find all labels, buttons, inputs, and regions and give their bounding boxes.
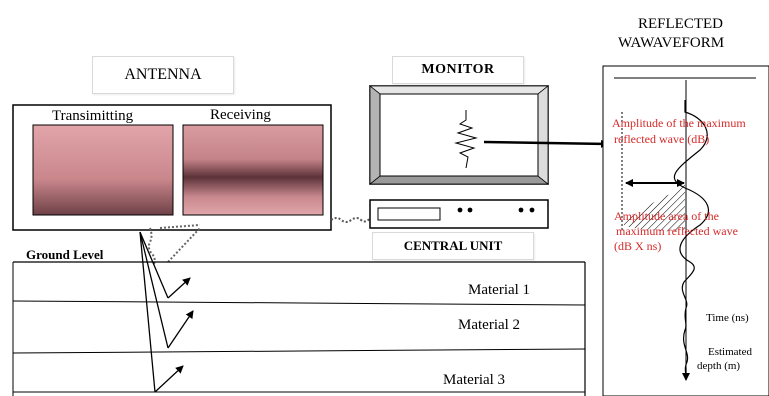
ray-paths [139, 231, 194, 393]
material-3-label: Material 3 [443, 372, 506, 388]
waveform-panel [602, 65, 769, 396]
transmitting-label: Transimitting [52, 108, 134, 124]
material-2-label: Material 2 [458, 317, 521, 333]
hatched-area [624, 182, 685, 232]
receiving-label: Receiving [210, 107, 271, 123]
receiving-panel [182, 124, 324, 216]
transmitting-panel [32, 124, 174, 216]
monitor [368, 85, 550, 185]
antenna-unit [12, 104, 332, 231]
central-unit [369, 199, 549, 229]
antenna-title: ANTENNA [92, 56, 234, 94]
cable [330, 216, 372, 223]
depth-label-line1: Estimated [708, 346, 752, 358]
material-1-label: Material 1 [468, 282, 531, 298]
monitor-arrow [483, 139, 609, 148]
waveform-title-line1: REFLECTED [638, 16, 723, 32]
monitor-title: MONITOR [392, 56, 524, 84]
ground-layers [12, 261, 586, 396]
layer-boundary-1 [12, 300, 586, 306]
monitor-screen [379, 93, 539, 177]
amplitude-annotation-line2: reflected wave (dB) [614, 132, 710, 146]
depth-label-line2: depth (m) [697, 360, 741, 372]
area-annotation-line1: Amplitude area of the [614, 209, 719, 223]
area-annotation-line3: (dB X ns) [614, 239, 662, 253]
waveform-title-line2: WAWAVEFORM [618, 35, 725, 51]
layer-boundary-2 [12, 348, 586, 354]
monitor-waveform [454, 110, 478, 169]
time-label: Time (ns) [706, 312, 749, 324]
ground-cable [147, 227, 156, 265]
ground-level-label: Ground Level [26, 247, 104, 262]
central-unit-title: CENTRAL UNIT [372, 232, 534, 260]
amplitude-annotation-line1: Amplitude of the maximum [612, 116, 746, 130]
area-annotation-line2: maximum reflected wave [616, 224, 738, 238]
reflected-waveform [673, 100, 710, 381]
